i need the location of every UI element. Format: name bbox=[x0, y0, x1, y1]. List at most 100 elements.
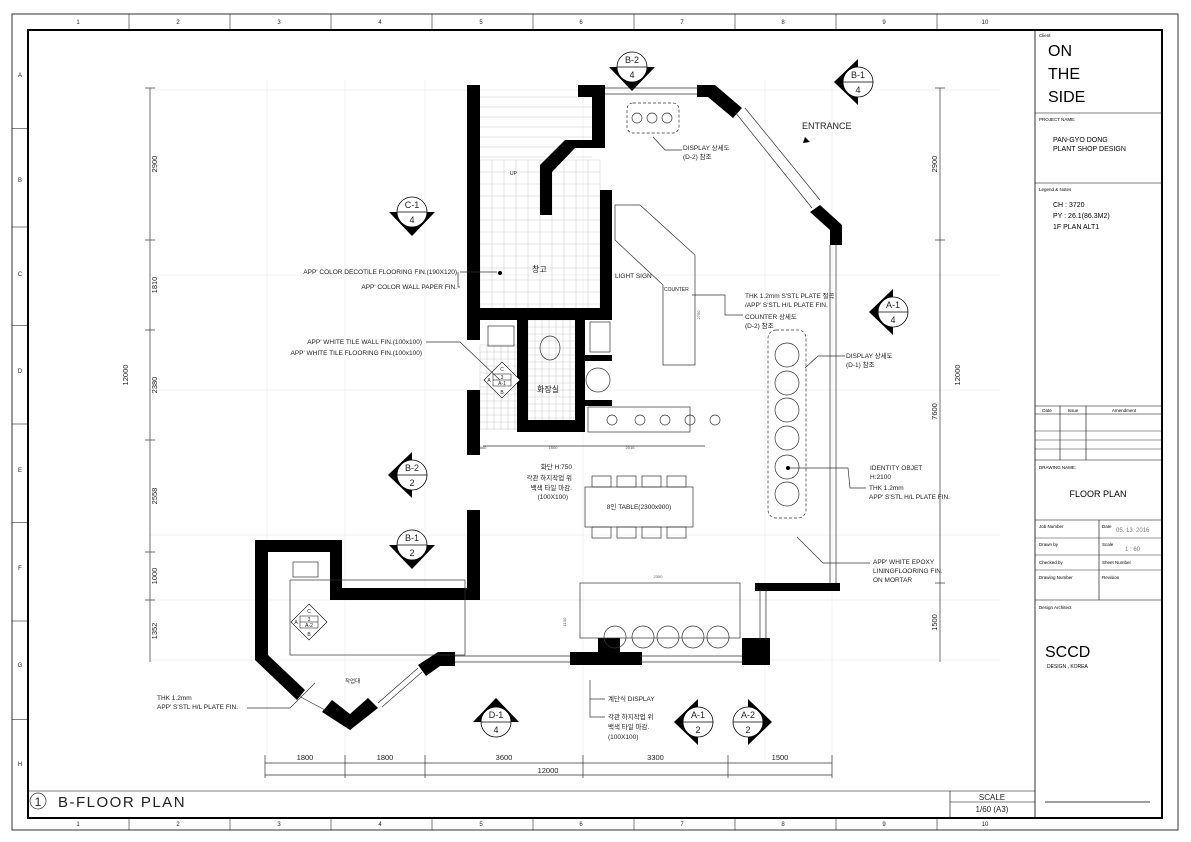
section-marker-a-2-2[interactable]: A-22 bbox=[732, 699, 772, 745]
client-line-1: ON bbox=[1048, 43, 1072, 60]
architect-sub: DESIGN , KOREA bbox=[1047, 664, 1089, 670]
workbench bbox=[289, 579, 466, 656]
row-label: H bbox=[18, 762, 22, 768]
workbench-label: 작업대 bbox=[345, 677, 360, 685]
elevation-tag-a: A bbox=[294, 620, 298, 626]
tile-wall-note: APP' WHITE TILE WALL FIN.(100x100) bbox=[307, 339, 422, 346]
section-marker-a-1-4[interactable]: A-14 bbox=[869, 289, 909, 335]
client-label: Client bbox=[1039, 33, 1051, 38]
section-marker-sheet: 2 bbox=[695, 725, 700, 735]
wallpaper-note: APP' COLOR WALL PAPER FIN. bbox=[361, 284, 457, 291]
section-marker-b-1-4[interactable]: B-14 bbox=[834, 59, 874, 105]
annotations: ENTRANCE DISPLAY 상세도 (D-2) 참조 APP' COLOR… bbox=[157, 121, 950, 741]
counter-plate-note-2: /APP' S'STL H/L PLATE FIN. bbox=[745, 302, 828, 309]
counter bbox=[614, 204, 696, 366]
legend-plan: 1F PLAN ALT1 bbox=[1053, 224, 1099, 231]
row-label: C bbox=[18, 272, 23, 278]
project-label: PROJECT NAME: bbox=[1039, 117, 1075, 122]
section-marker-c-1-4[interactable]: C-14 bbox=[389, 196, 435, 236]
planter-pot bbox=[659, 414, 671, 426]
epoxy-note: APP' WHITE EPOXY bbox=[873, 559, 935, 566]
column-label: 9 bbox=[882, 822, 886, 828]
bench-note-4: (100X100) bbox=[538, 494, 568, 501]
drawing-name: FLOOR PLAN bbox=[1069, 489, 1126, 499]
elevation-tag-ref: A-1 bbox=[498, 381, 506, 387]
dim-bottom-total: 12000 bbox=[538, 766, 559, 775]
inner-border bbox=[27, 29, 1163, 819]
row-label: E bbox=[18, 468, 22, 474]
walls bbox=[255, 85, 842, 730]
counter-plate-note: THK 1.2mm S'STL PLATE 절곡 bbox=[745, 292, 834, 300]
display-pot bbox=[774, 370, 800, 396]
dim-left: 1810 bbox=[150, 277, 159, 294]
display-pot bbox=[774, 454, 800, 480]
date-value: 05. 13. 2016 bbox=[1116, 528, 1150, 534]
dim-right: 7600 bbox=[930, 403, 939, 420]
dim-left: 1000 bbox=[150, 568, 159, 585]
architect-label: Design Architect bbox=[1039, 605, 1072, 610]
step-display-pot bbox=[631, 625, 655, 649]
section-marker-b-2-2[interactable]: B-22 bbox=[388, 452, 428, 498]
entrance-label: ENTRANCE bbox=[802, 121, 852, 131]
section-marker-b-2-4[interactable]: B-24 bbox=[609, 51, 655, 91]
job-number-label: Job Number bbox=[1039, 524, 1064, 529]
section-marker-b-1-2[interactable]: B-12 bbox=[389, 529, 435, 569]
dim-inner: 860 bbox=[480, 445, 487, 450]
section-marker-a-1-2[interactable]: A-1 2 bbox=[674, 699, 714, 745]
dim-right-total: 12000 bbox=[953, 365, 962, 386]
storage-label: 창고 bbox=[532, 265, 547, 274]
column-label: 1 bbox=[76, 822, 80, 828]
column-label: 6 bbox=[579, 822, 583, 828]
elevation-tag-n: 3 bbox=[308, 617, 311, 623]
left-plate-note-2: APP' S'STL H/L PLATE FIN. bbox=[157, 704, 238, 711]
title-block: Client ON THE SIDE PROJECT NAME: PAN-GYO… bbox=[1035, 33, 1162, 803]
dim-inner: 2750 bbox=[696, 310, 701, 320]
dim-inner: 1500 bbox=[549, 445, 559, 450]
legend-ch: CH : 3720 bbox=[1053, 202, 1085, 209]
column-label: 3 bbox=[277, 20, 281, 26]
drawing-title-strip: 1 B-FLOOR PLAN SCALE 1/60 (A3) bbox=[28, 790, 1035, 818]
section-marker-d-1-4[interactable]: D-14 bbox=[473, 698, 519, 738]
scale-value: 1/60 (A3) bbox=[976, 805, 1009, 814]
chair bbox=[616, 526, 637, 539]
bench-note-2: 각관 하지작업 위 bbox=[527, 473, 572, 482]
dim-bottom: 1800 bbox=[377, 753, 394, 762]
legend-py: PY : 26.1(86.3M2) bbox=[1053, 213, 1110, 220]
row-label: A bbox=[18, 73, 22, 79]
project-line-2: PLANT SHOP DESIGN bbox=[1053, 146, 1126, 153]
client-line-3: SIDE bbox=[1048, 89, 1085, 106]
dim-left: 2380 bbox=[150, 377, 159, 394]
sheet-number-label: Sheet Number bbox=[1102, 560, 1132, 565]
display-pot bbox=[774, 342, 800, 368]
column-label: 4 bbox=[378, 822, 382, 828]
section-marker-ref: A-2 bbox=[741, 710, 755, 720]
identity-height: H:2100 bbox=[870, 474, 891, 481]
bench-note-3: 백색 타일 마감. bbox=[531, 483, 572, 492]
counter-detail-ref: (D-2) 참조 bbox=[745, 322, 774, 330]
step-finish-note-3: (100X100) bbox=[608, 734, 638, 741]
bench-note: 화단 H:750 bbox=[541, 462, 572, 471]
client-line-2: THE bbox=[1048, 66, 1080, 83]
furniture bbox=[289, 102, 807, 656]
dim-left: 2558 bbox=[150, 488, 159, 505]
column-label: 6 bbox=[579, 20, 583, 26]
column-label: 7 bbox=[680, 822, 684, 828]
dim-left: 2900 bbox=[150, 156, 159, 173]
display-pot bbox=[774, 481, 800, 507]
scale-value-tb: 1 : 60 bbox=[1125, 547, 1141, 553]
drawing-name-label: DRAWING NAME: bbox=[1039, 465, 1076, 470]
column-label: 10 bbox=[982, 822, 989, 828]
dim-bottom: 1500 bbox=[772, 753, 789, 762]
column-label: 9 bbox=[882, 20, 886, 26]
legend-label: Legend & Notes bbox=[1039, 187, 1072, 192]
outer-border bbox=[11, 13, 1179, 831]
step-display-pot bbox=[681, 625, 705, 649]
column-label: 2 bbox=[176, 822, 180, 828]
table bbox=[584, 486, 694, 528]
row-label: D bbox=[18, 369, 23, 375]
section-marker-ref: A-1 bbox=[691, 710, 705, 720]
counter-detail-note: COUNTER 상세도 bbox=[745, 312, 797, 321]
section-marker-sheet: 4 bbox=[890, 315, 895, 325]
